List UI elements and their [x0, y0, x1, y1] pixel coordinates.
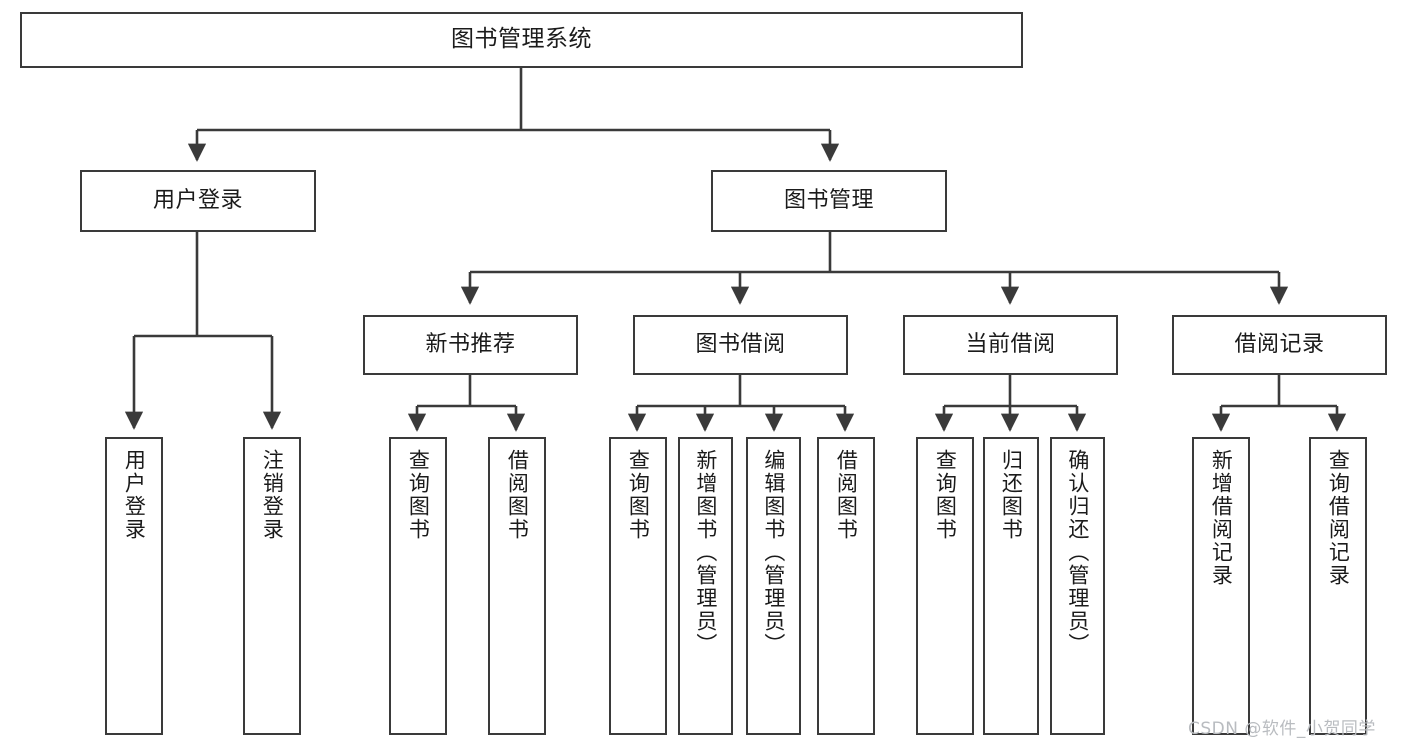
node-leaf-return-book[interactable]: 归还图书 — [983, 437, 1039, 735]
watermark-text: CSDN @软件_小贺同学 — [1188, 719, 1376, 739]
node-user-login[interactable]: 用户登录 — [80, 170, 316, 232]
node-leaf-borrow-book-new[interactable]: 借阅图书 — [488, 437, 546, 735]
node-leaf-confirm-return[interactable]: 确认归还（管理员） — [1050, 437, 1105, 735]
node-label: 图书管理 — [783, 187, 874, 213]
node-book-manage[interactable]: 图书管理 — [711, 170, 947, 232]
node-label: 查询借阅记录 — [1326, 449, 1351, 587]
node-label: 查询图书 — [933, 449, 958, 541]
node-label: 用户登录 — [122, 449, 147, 541]
node-label: 借阅图书 — [834, 449, 859, 541]
node-borrow-record[interactable]: 借阅记录 — [1172, 315, 1387, 375]
node-leaf-add-book[interactable]: 新增图书（管理员） — [678, 437, 733, 735]
node-label: 新增借阅记录 — [1209, 449, 1234, 587]
node-label: 查询图书 — [406, 449, 431, 541]
node-label: 新增图书（管理员） — [693, 449, 718, 656]
node-leaf-add-borrow-record[interactable]: 新增借阅记录 — [1192, 437, 1250, 735]
node-label: 图书管理系统 — [451, 26, 592, 53]
node-label: 新书推荐 — [425, 331, 516, 357]
node-label: 借阅图书 — [505, 449, 530, 541]
node-label: 确认归还（管理员） — [1065, 449, 1090, 656]
node-current-borrow[interactable]: 当前借阅 — [903, 315, 1118, 375]
node-label: 当前借阅 — [965, 331, 1056, 357]
node-leaf-user-login[interactable]: 用户登录 — [105, 437, 163, 735]
node-leaf-logout-login[interactable]: 注销登录 — [243, 437, 301, 735]
node-book-borrow[interactable]: 图书借阅 — [633, 315, 848, 375]
node-label: 查询图书 — [626, 449, 651, 541]
node-label: 编辑图书（管理员） — [761, 449, 786, 656]
node-leaf-borrow-book[interactable]: 借阅图书 — [817, 437, 875, 735]
node-leaf-query-book-borrow[interactable]: 查询图书 — [609, 437, 667, 735]
node-root-book-management-system[interactable]: 图书管理系统 — [20, 12, 1023, 68]
node-label: 借阅记录 — [1234, 331, 1325, 357]
node-label: 用户登录 — [152, 187, 243, 213]
node-new-book-recommend[interactable]: 新书推荐 — [363, 315, 578, 375]
node-label: 注销登录 — [260, 449, 285, 541]
node-label: 归还图书 — [999, 449, 1024, 541]
node-label: 图书借阅 — [695, 331, 786, 357]
node-leaf-query-borrow-record[interactable]: 查询借阅记录 — [1309, 437, 1367, 735]
node-leaf-query-book-current[interactable]: 查询图书 — [916, 437, 974, 735]
node-leaf-edit-book[interactable]: 编辑图书（管理员） — [746, 437, 801, 735]
node-leaf-query-book-new[interactable]: 查询图书 — [389, 437, 447, 735]
